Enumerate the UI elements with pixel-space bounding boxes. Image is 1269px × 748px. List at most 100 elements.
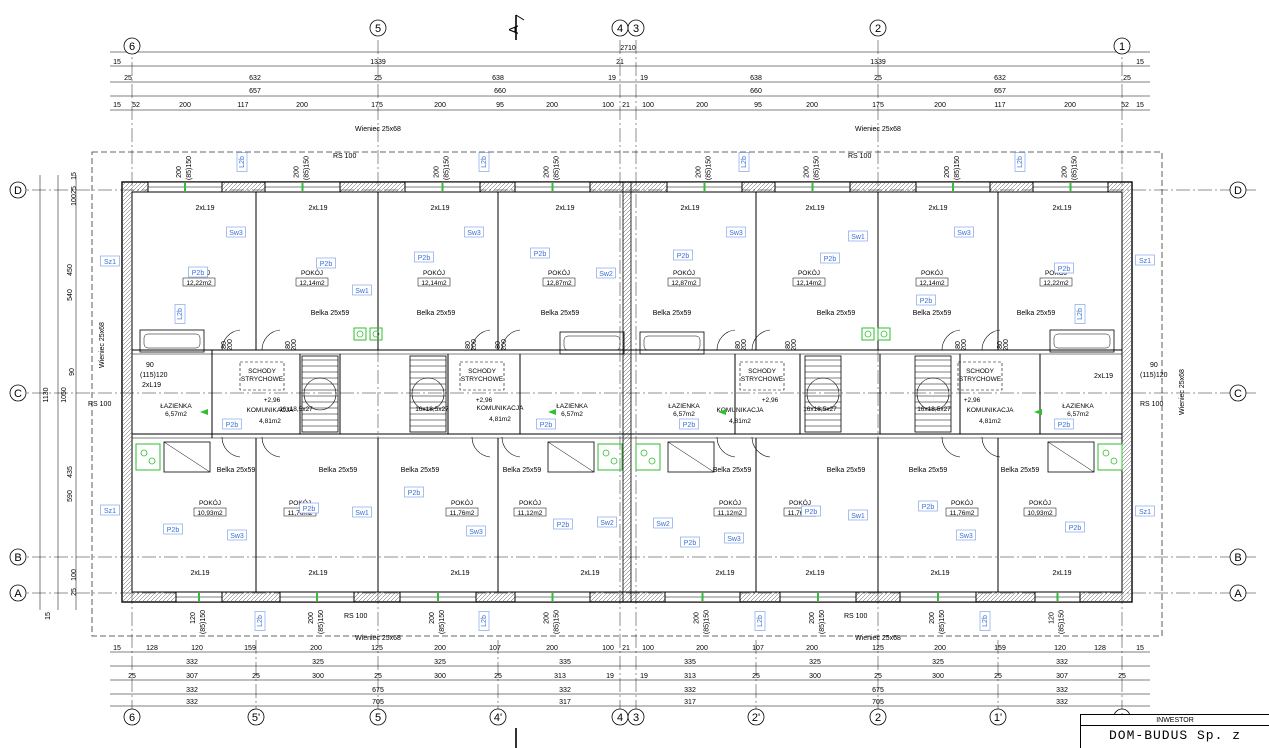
dim-text: 175 (872, 102, 884, 109)
beam-label: Belka 25x59 (653, 310, 692, 317)
dim-text: 200 (806, 645, 818, 652)
dim-text: 200 (546, 102, 558, 109)
title-block: INWESTOR DOM-BUDUS Sp. z (1080, 714, 1269, 748)
dim-text: 125 (371, 645, 383, 652)
boiler (635, 443, 661, 471)
dim-text: 15 (45, 612, 52, 620)
dimension-lines (39, 51, 1150, 707)
dim-top-1339-left: 1339 (370, 59, 386, 66)
dim-text: 200 (806, 102, 818, 109)
dim-text: 300 (434, 673, 446, 680)
window-width: 200 (1062, 166, 1069, 178)
beam-label: Belka 25x59 (401, 467, 440, 474)
dim-text: 200 (296, 102, 308, 109)
dim-text: 313 (554, 673, 566, 680)
window-width: 200 (429, 612, 436, 624)
dim-text: 705 (872, 699, 884, 706)
material-tag: Sw3 (726, 226, 746, 238)
window-height: (85)150 (1059, 610, 1066, 634)
room-area: 12,14m2 (421, 280, 447, 287)
door-width: 80 (785, 341, 792, 349)
room-name: POKÓJ (951, 498, 973, 507)
room-area-box (945, 507, 979, 517)
chimney-flue-core (372, 330, 380, 338)
wieniec-bottom-left: Wieniec 25x68 (355, 635, 401, 642)
attic-stairs-label: SCHODY (248, 368, 276, 375)
material-tag: Sz1 (1135, 505, 1155, 517)
svg-text:Sz1: Sz1 (1139, 258, 1151, 265)
door-swing (981, 436, 1001, 458)
svg-text:P2b: P2b (922, 504, 935, 511)
rs-label-right: RS 100 (1140, 401, 1163, 408)
dim-text: 540 (67, 289, 74, 301)
stairs (301, 355, 952, 433)
axis-bubble: 3 (627, 19, 645, 37)
bathtub (1049, 329, 1115, 353)
beam-label: Belka 25x59 (1017, 310, 1056, 317)
window-width: 200 (544, 612, 551, 624)
room-area-box (1023, 507, 1057, 517)
svg-text:Sw3: Sw3 (959, 533, 973, 540)
dim-text: 15 (71, 172, 78, 180)
vent-arrow (718, 409, 726, 415)
dim-text: 25 (1118, 673, 1126, 680)
stair-winder (916, 377, 950, 411)
window-width: 200 (434, 166, 441, 178)
svg-text:P2b: P2b (684, 540, 697, 547)
window-width: 200 (696, 166, 703, 178)
window-height: (85)150 (954, 156, 961, 180)
svg-text:3: 3 (633, 712, 639, 724)
axis-bubble: D (1229, 181, 1247, 199)
door-height: 200 (471, 339, 478, 351)
beam-label: Belka 25x59 (913, 310, 952, 317)
room-area: 12,87m2 (671, 280, 697, 287)
svg-text:L2b: L2b (1017, 156, 1024, 168)
door-width: 80 (997, 341, 1004, 349)
bathroom-area: 6,57m2 (1067, 411, 1089, 418)
svg-text:Sw3: Sw3 (957, 230, 971, 237)
svg-text:P2b: P2b (677, 253, 690, 260)
attic-stairs-label: SCHODY (966, 368, 994, 375)
material-tag: Sw1 (848, 509, 868, 521)
stairs-spec: 16x18,5x27 (917, 406, 951, 413)
dim-text: 200 (310, 645, 322, 652)
material-tag: Sw3 (464, 226, 484, 238)
material-tag: P2b (188, 266, 208, 278)
stair-flight (914, 355, 952, 433)
stairs-spec: 16x18,5x27 (279, 406, 313, 413)
material-tag: P2b (553, 518, 573, 530)
dim-text: 128 (1094, 645, 1106, 652)
stair-flight (409, 355, 447, 433)
axis-bubble: 5' (247, 708, 265, 726)
svg-text:C: C (14, 388, 22, 400)
window-height: (85)150 (554, 156, 561, 180)
material-tag: P2b (801, 505, 821, 517)
lintel-label: 2xL19 (195, 205, 214, 212)
room-area-box (542, 277, 576, 287)
room-area: 11,76m2 (788, 510, 813, 517)
chimney-flue-core (356, 330, 364, 338)
material-tag: P2b (1054, 262, 1074, 274)
dim-text: 52 (1121, 102, 1129, 109)
building-walls (121, 181, 1133, 603)
axis-bubble: A (1229, 584, 1247, 602)
dim-text: 200 (434, 645, 446, 652)
material-tag: P2b (1065, 521, 1085, 533)
dim-text: 317 (559, 699, 571, 706)
material-tag: Sw3 (724, 532, 744, 544)
bathroom-area: 6,57m2 (673, 411, 695, 418)
room-area-box (445, 507, 479, 517)
corridor-label: KOMUNIKACJA (247, 407, 295, 414)
bathtub (139, 329, 205, 353)
rs-label-tr: RS 100 (848, 153, 871, 160)
dim-text: 19 (606, 673, 614, 680)
dim-text: 317 (684, 699, 696, 706)
svg-text:4': 4' (494, 712, 502, 724)
dim-text: 200 (546, 645, 558, 652)
material-tag: P2b (404, 486, 424, 498)
dim-text: (115)120 (1140, 372, 1168, 379)
room-area: 12,14m2 (299, 280, 325, 287)
material-tag: P2b (536, 418, 556, 430)
boiler-valve (148, 457, 156, 465)
material-tag: L2b (174, 304, 186, 324)
